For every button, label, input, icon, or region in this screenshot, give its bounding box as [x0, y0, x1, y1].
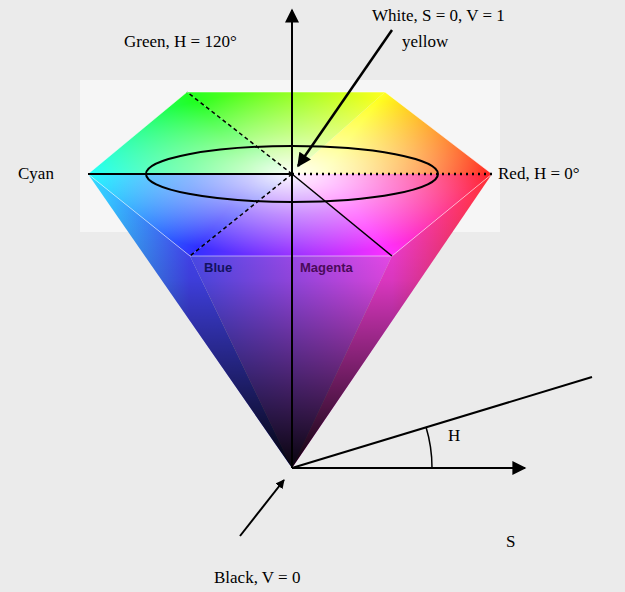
face-label: Magenta — [300, 260, 353, 275]
angle-label: H — [448, 426, 460, 445]
hs-axes — [292, 377, 592, 468]
point-label: White, S = 0, V = 1 — [372, 6, 505, 25]
point-label: Black, V = 0 — [214, 568, 300, 587]
construction-lines — [88, 10, 492, 468]
hue-label: Red, H = 0° — [498, 164, 580, 183]
axis-label: Green, H = 120° — [124, 32, 237, 51]
face-label: Blue — [204, 260, 232, 275]
hue-label: yellow — [402, 32, 448, 51]
hue-hexagon — [88, 92, 492, 256]
axis-label: S — [506, 532, 515, 551]
hue-label: Cyan — [18, 164, 54, 183]
